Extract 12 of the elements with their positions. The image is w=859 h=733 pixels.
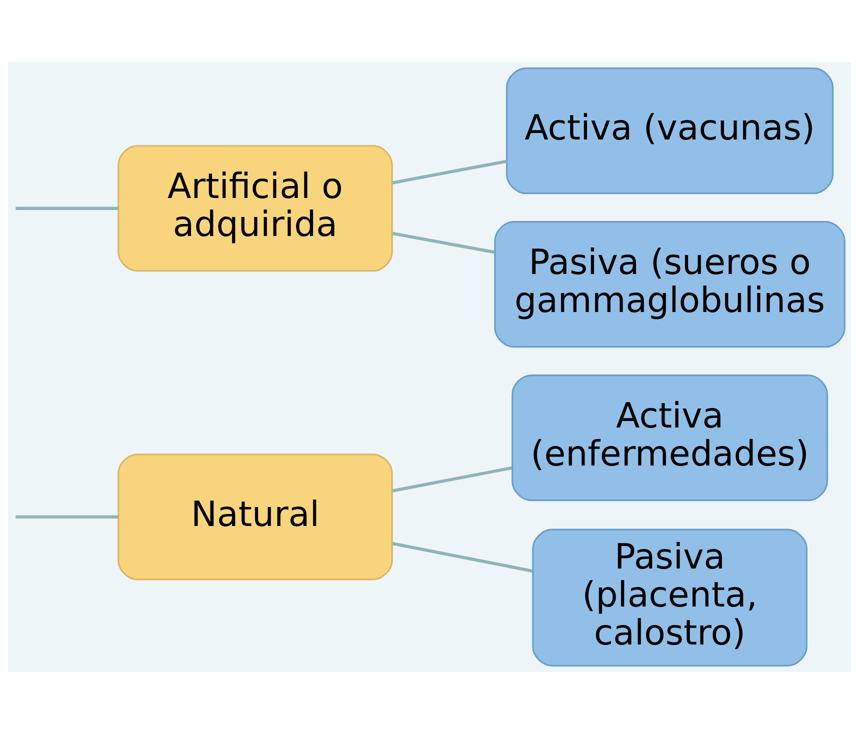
connector xyxy=(392,542,533,572)
node-box: Activa (enfermedades) xyxy=(512,374,828,501)
connector xyxy=(16,514,118,518)
node-box: Pasiva (placenta, calostro) xyxy=(532,528,808,666)
node-box: Activa (vacunas) xyxy=(506,67,834,194)
connector xyxy=(16,206,118,210)
node-box: Pasiva (sueros o gammaglobulinas xyxy=(494,220,846,348)
connector xyxy=(392,231,495,254)
connector xyxy=(392,159,508,184)
node-box: Artificial o adquirida xyxy=(118,144,393,272)
connector xyxy=(392,466,512,492)
node-box: Natural xyxy=(118,453,393,580)
